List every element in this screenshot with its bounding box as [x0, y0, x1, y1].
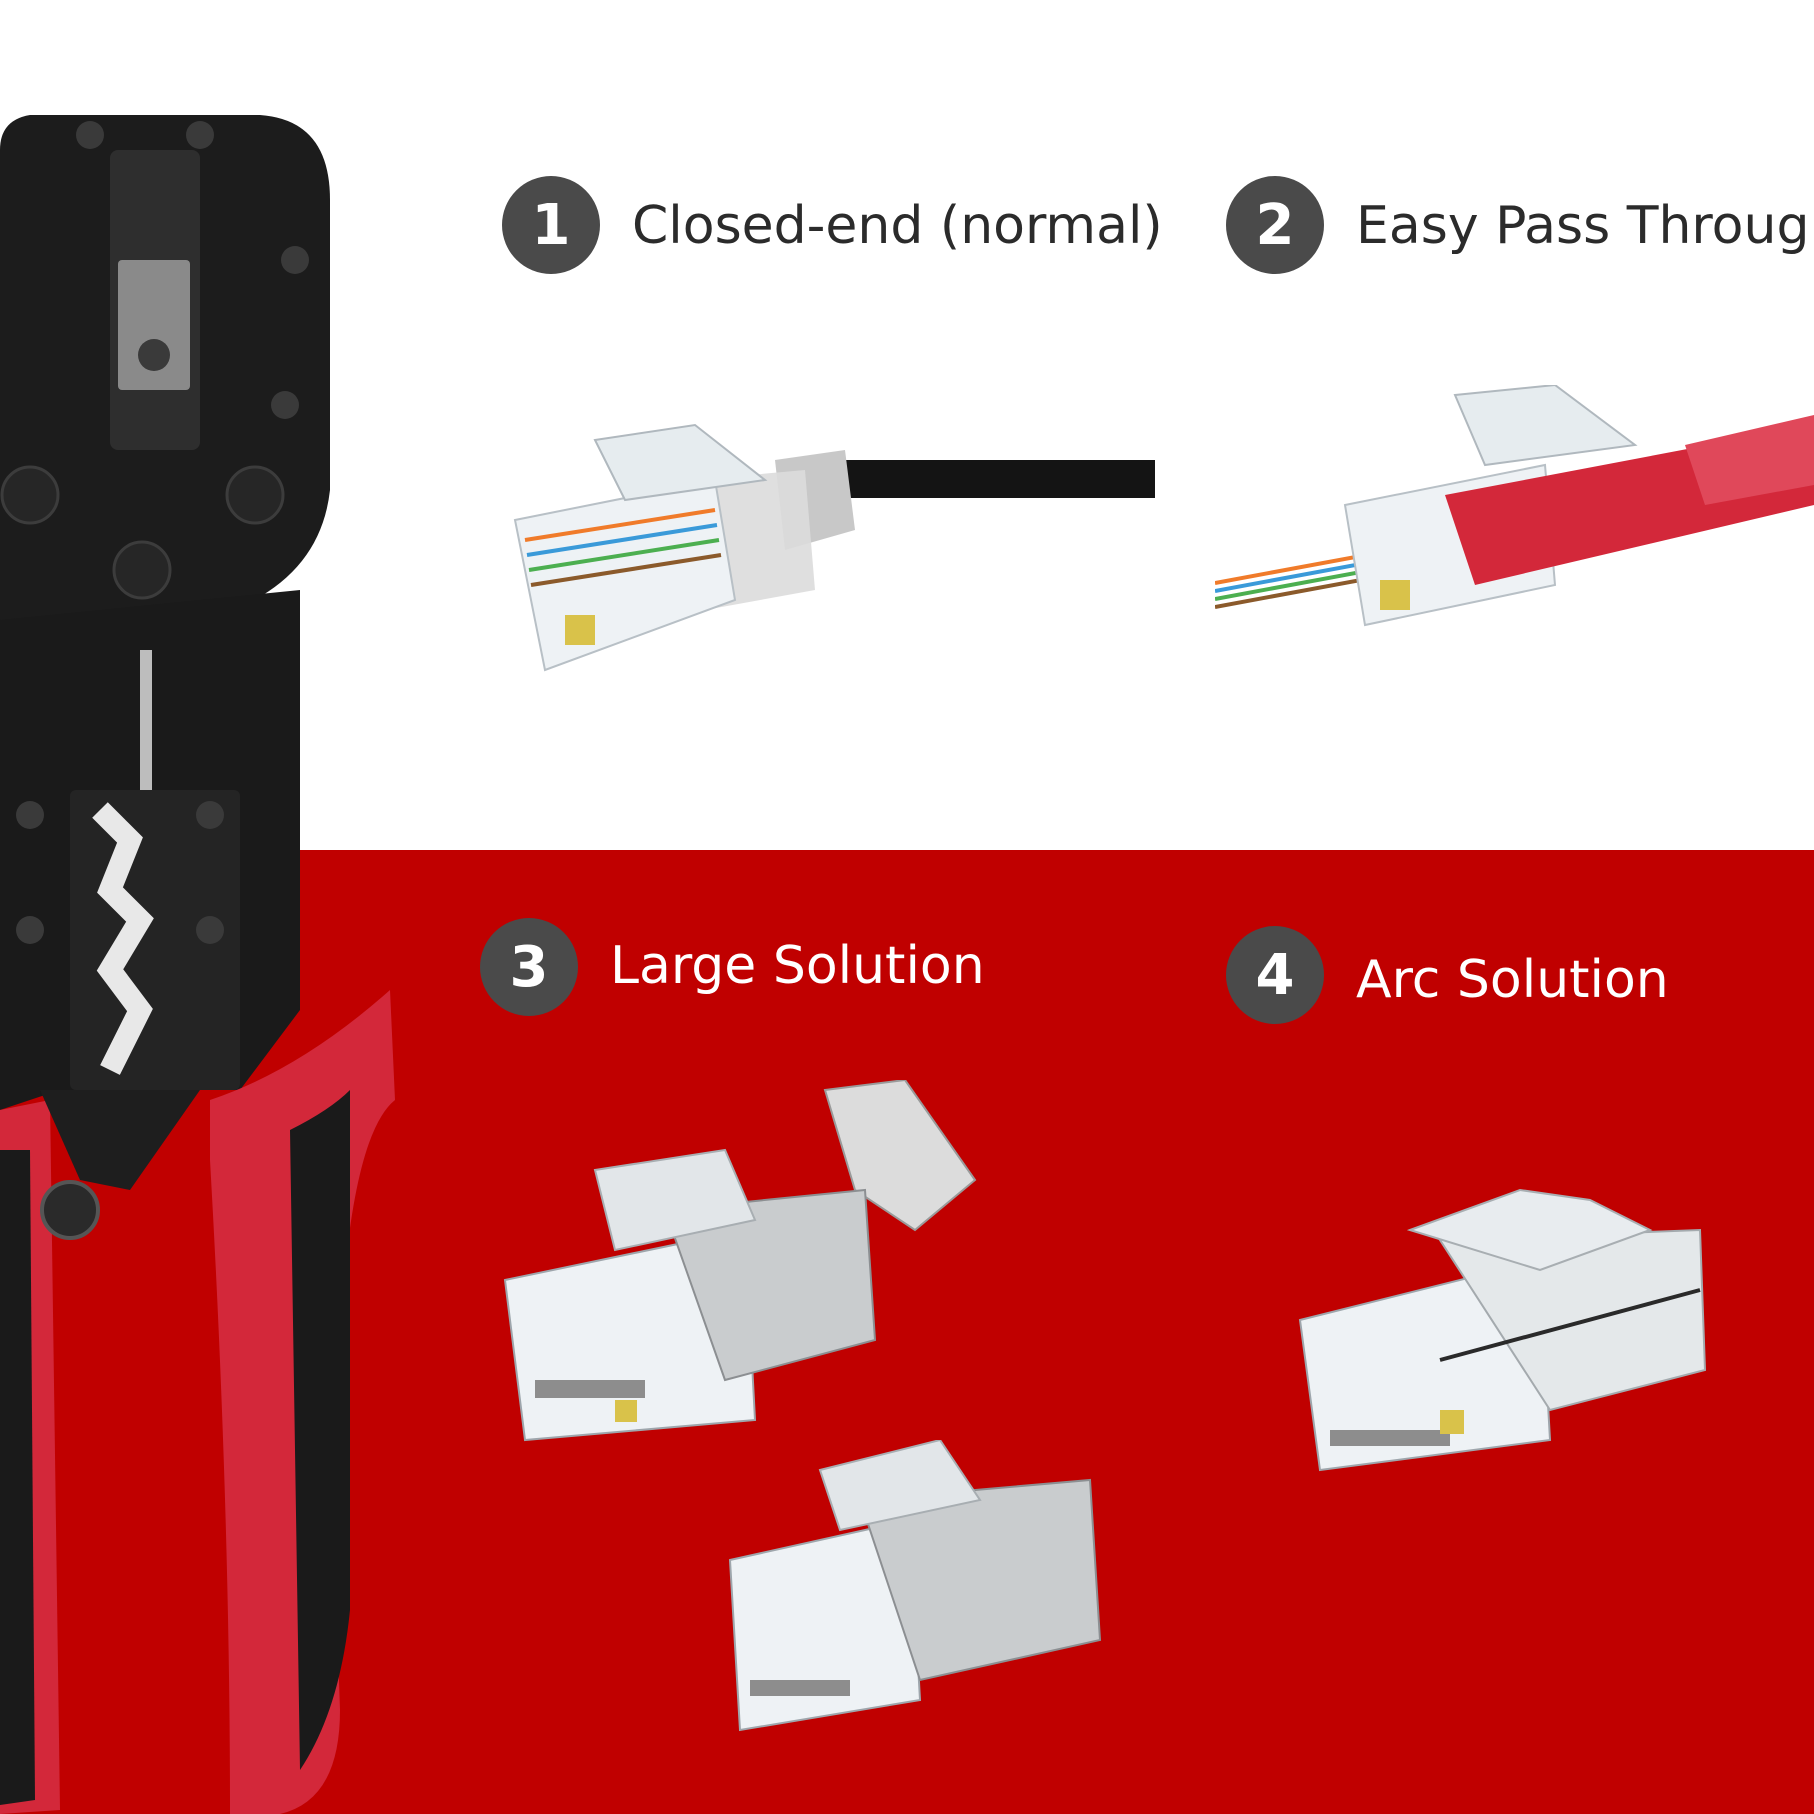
arc-plug-image — [1298, 1188, 1707, 1472]
crimping-tool-image — [0, 115, 395, 1814]
section-2-number-badge: 2 — [1226, 176, 1324, 274]
shielded-plug-image — [728, 1440, 1102, 1732]
section-1-title: Closed-end (normal) — [632, 196, 1163, 256]
closed-end-plug-image — [513, 423, 1155, 672]
large-shielded-plug-image — [503, 1080, 977, 1442]
section-4-title: Arc Solution — [1356, 950, 1669, 1010]
section-3-title: Large Solution — [610, 936, 985, 996]
section-4-number-badge: 4 — [1226, 926, 1324, 1024]
section-1-number-badge: 1 — [502, 176, 600, 274]
pass-through-plug-image — [1215, 385, 1814, 627]
section-2-title: Easy Pass Through — [1356, 196, 1814, 256]
section-3-number-badge: 3 — [480, 918, 578, 1016]
